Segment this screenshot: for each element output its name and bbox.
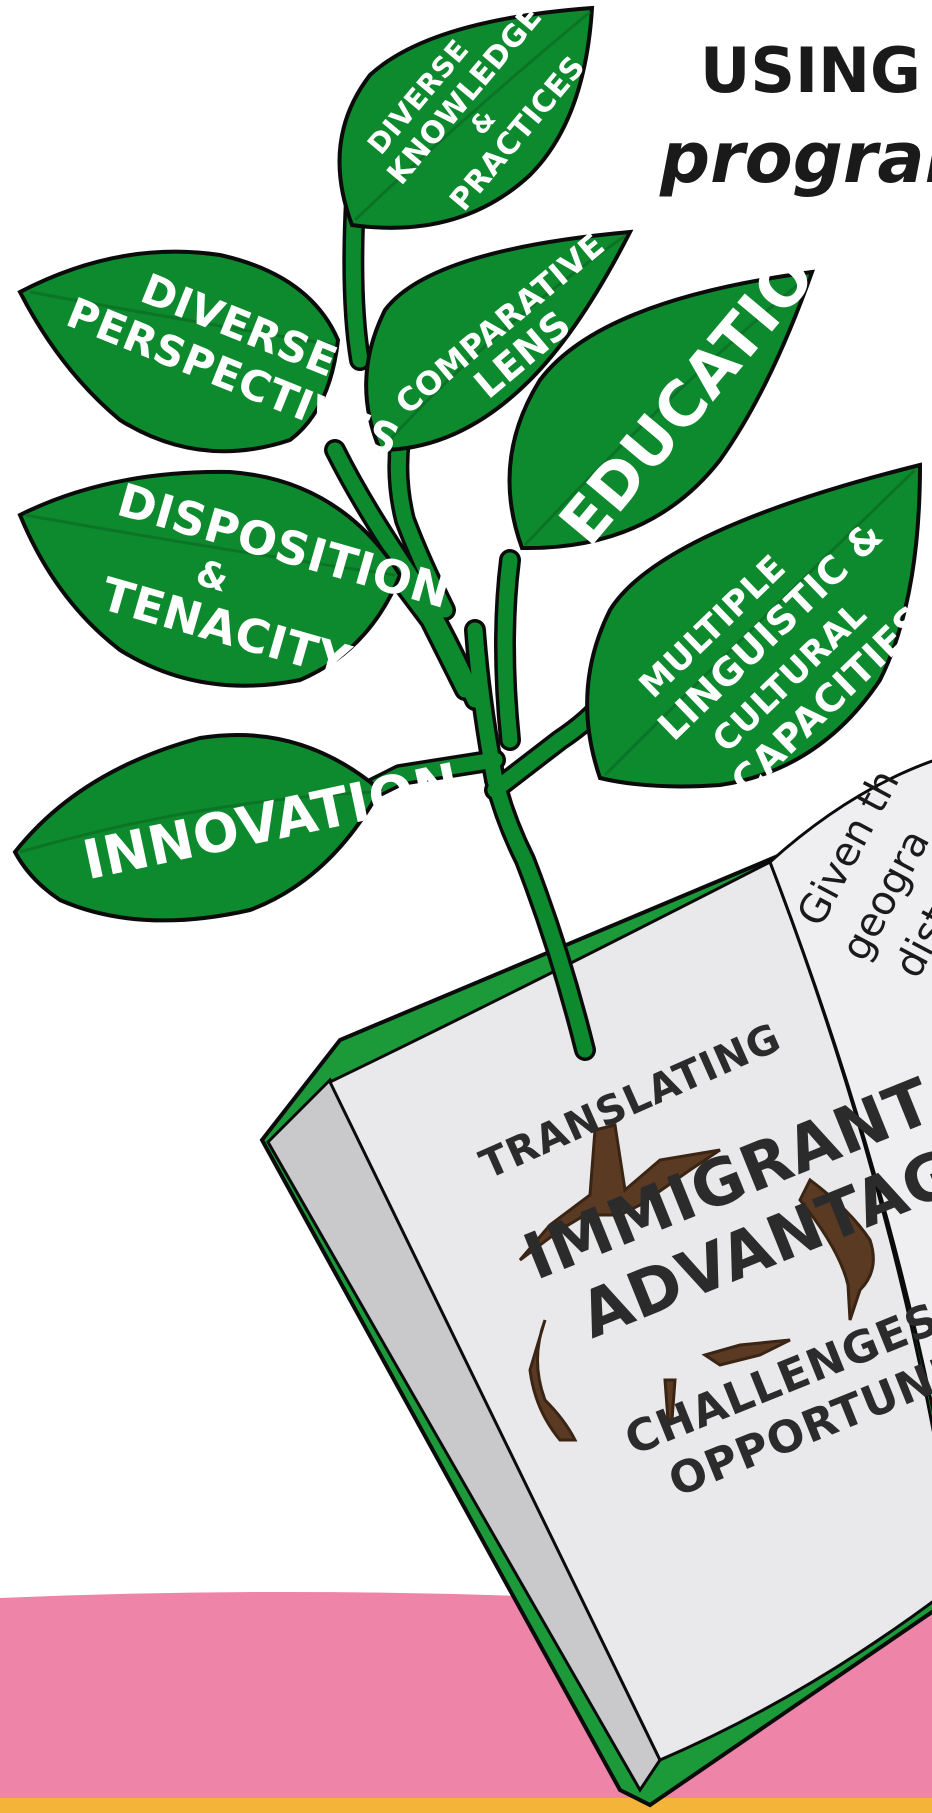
stems — [324, 189, 616, 1061]
book-right-page — [768, 759, 932, 1413]
leaf-disposition — [17, 469, 403, 688]
leaf-innovation — [12, 732, 383, 923]
roots — [518, 1123, 875, 1442]
book: Given th geogra dist t TRANSLATING IMMIG… — [259, 759, 932, 1808]
header-line-1: USING R — [700, 34, 932, 107]
header-line-2: programm — [659, 117, 932, 199]
leaf-education — [507, 269, 815, 551]
leaf-perspectives — [17, 249, 341, 454]
ground-bottom-strip — [0, 1798, 932, 1813]
leaf-veins — [19, 10, 917, 854]
